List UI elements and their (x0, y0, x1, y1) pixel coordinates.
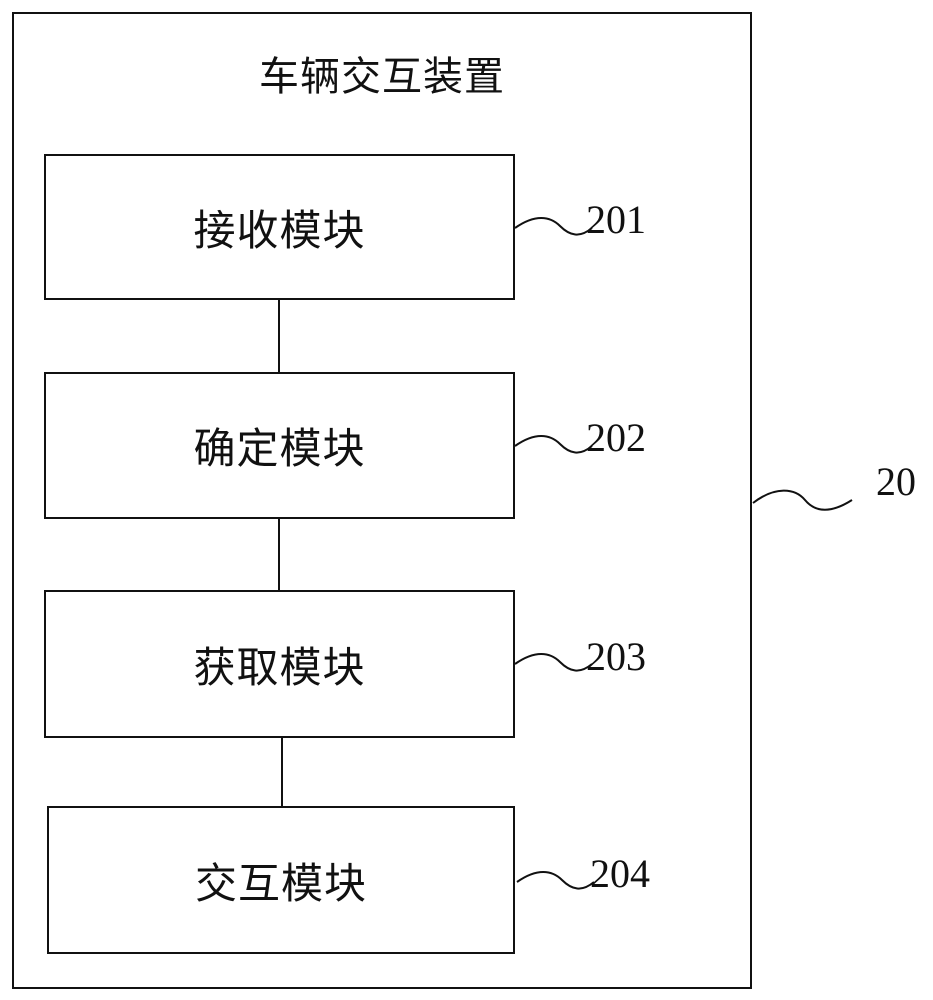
device-title: 车辆交互装置 (12, 52, 752, 102)
leader-20 (753, 491, 852, 510)
interact-module-box: 交互模块 (47, 806, 515, 954)
ref-label-201: 201 (586, 200, 646, 240)
ref-label-20: 20 (876, 462, 916, 502)
ref-label-204: 204 (590, 854, 650, 894)
ref-label-202: 202 (586, 418, 646, 458)
ref-label-203: 203 (586, 637, 646, 677)
determine-module-box: 确定模块 (44, 372, 515, 519)
receive-module-box: 接收模块 (44, 154, 515, 300)
acquire-module-box: 获取模块 (44, 590, 515, 738)
